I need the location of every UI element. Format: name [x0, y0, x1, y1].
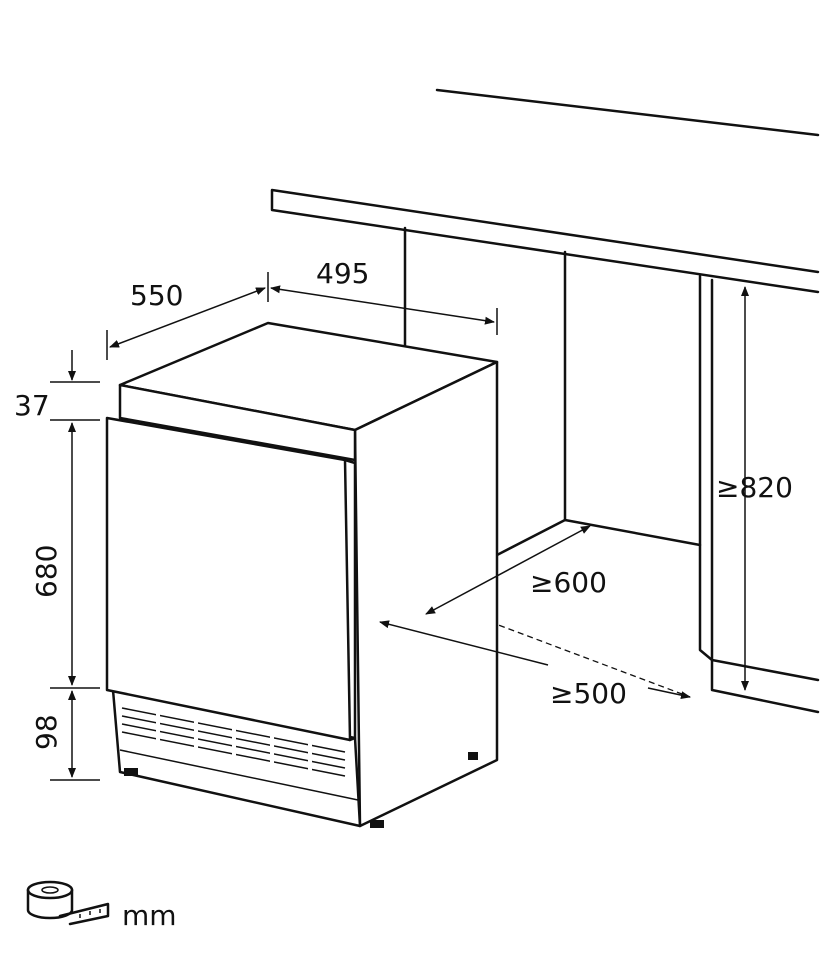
niche-floor-left: [495, 518, 567, 557]
foot: [370, 820, 384, 828]
appliance: [105, 321, 499, 828]
label-depth: 550: [130, 279, 183, 312]
width-dimension: [270, 285, 495, 325]
appliance-top-strip: [118, 383, 357, 462]
label-top-gap: 37: [14, 389, 50, 422]
countertop: [270, 188, 820, 294]
niche-floor-outline: [377, 599, 691, 698]
label-niche-depth: ≥500: [550, 677, 627, 710]
side-cabinet-bottom: [710, 658, 820, 682]
niche-floor-back: [563, 518, 702, 547]
foot: [124, 768, 138, 776]
vent-grille: [121, 700, 346, 777]
niche-depth-dimension-left: [379, 620, 549, 666]
label-niche-width: ≥600: [530, 566, 607, 599]
label-niche-height: ≥820: [716, 471, 793, 504]
depth-dimension: [109, 287, 266, 348]
niche-depth-dimension-right: [647, 687, 691, 700]
appliance-door: [105, 416, 352, 742]
label-door-height: 680: [30, 545, 63, 598]
foot: [468, 752, 478, 760]
label-width: 495: [316, 257, 369, 290]
door-edge: [343, 458, 357, 742]
unit-label: mm: [122, 899, 177, 932]
label-plinth-height: 98: [30, 714, 63, 750]
plinth-line: [119, 749, 359, 801]
niche-width-dimension: [425, 525, 591, 615]
wall-cabinet-edge: [435, 88, 820, 137]
dimension-lines: [50, 272, 749, 781]
tape-measure-icon: [26, 880, 110, 926]
